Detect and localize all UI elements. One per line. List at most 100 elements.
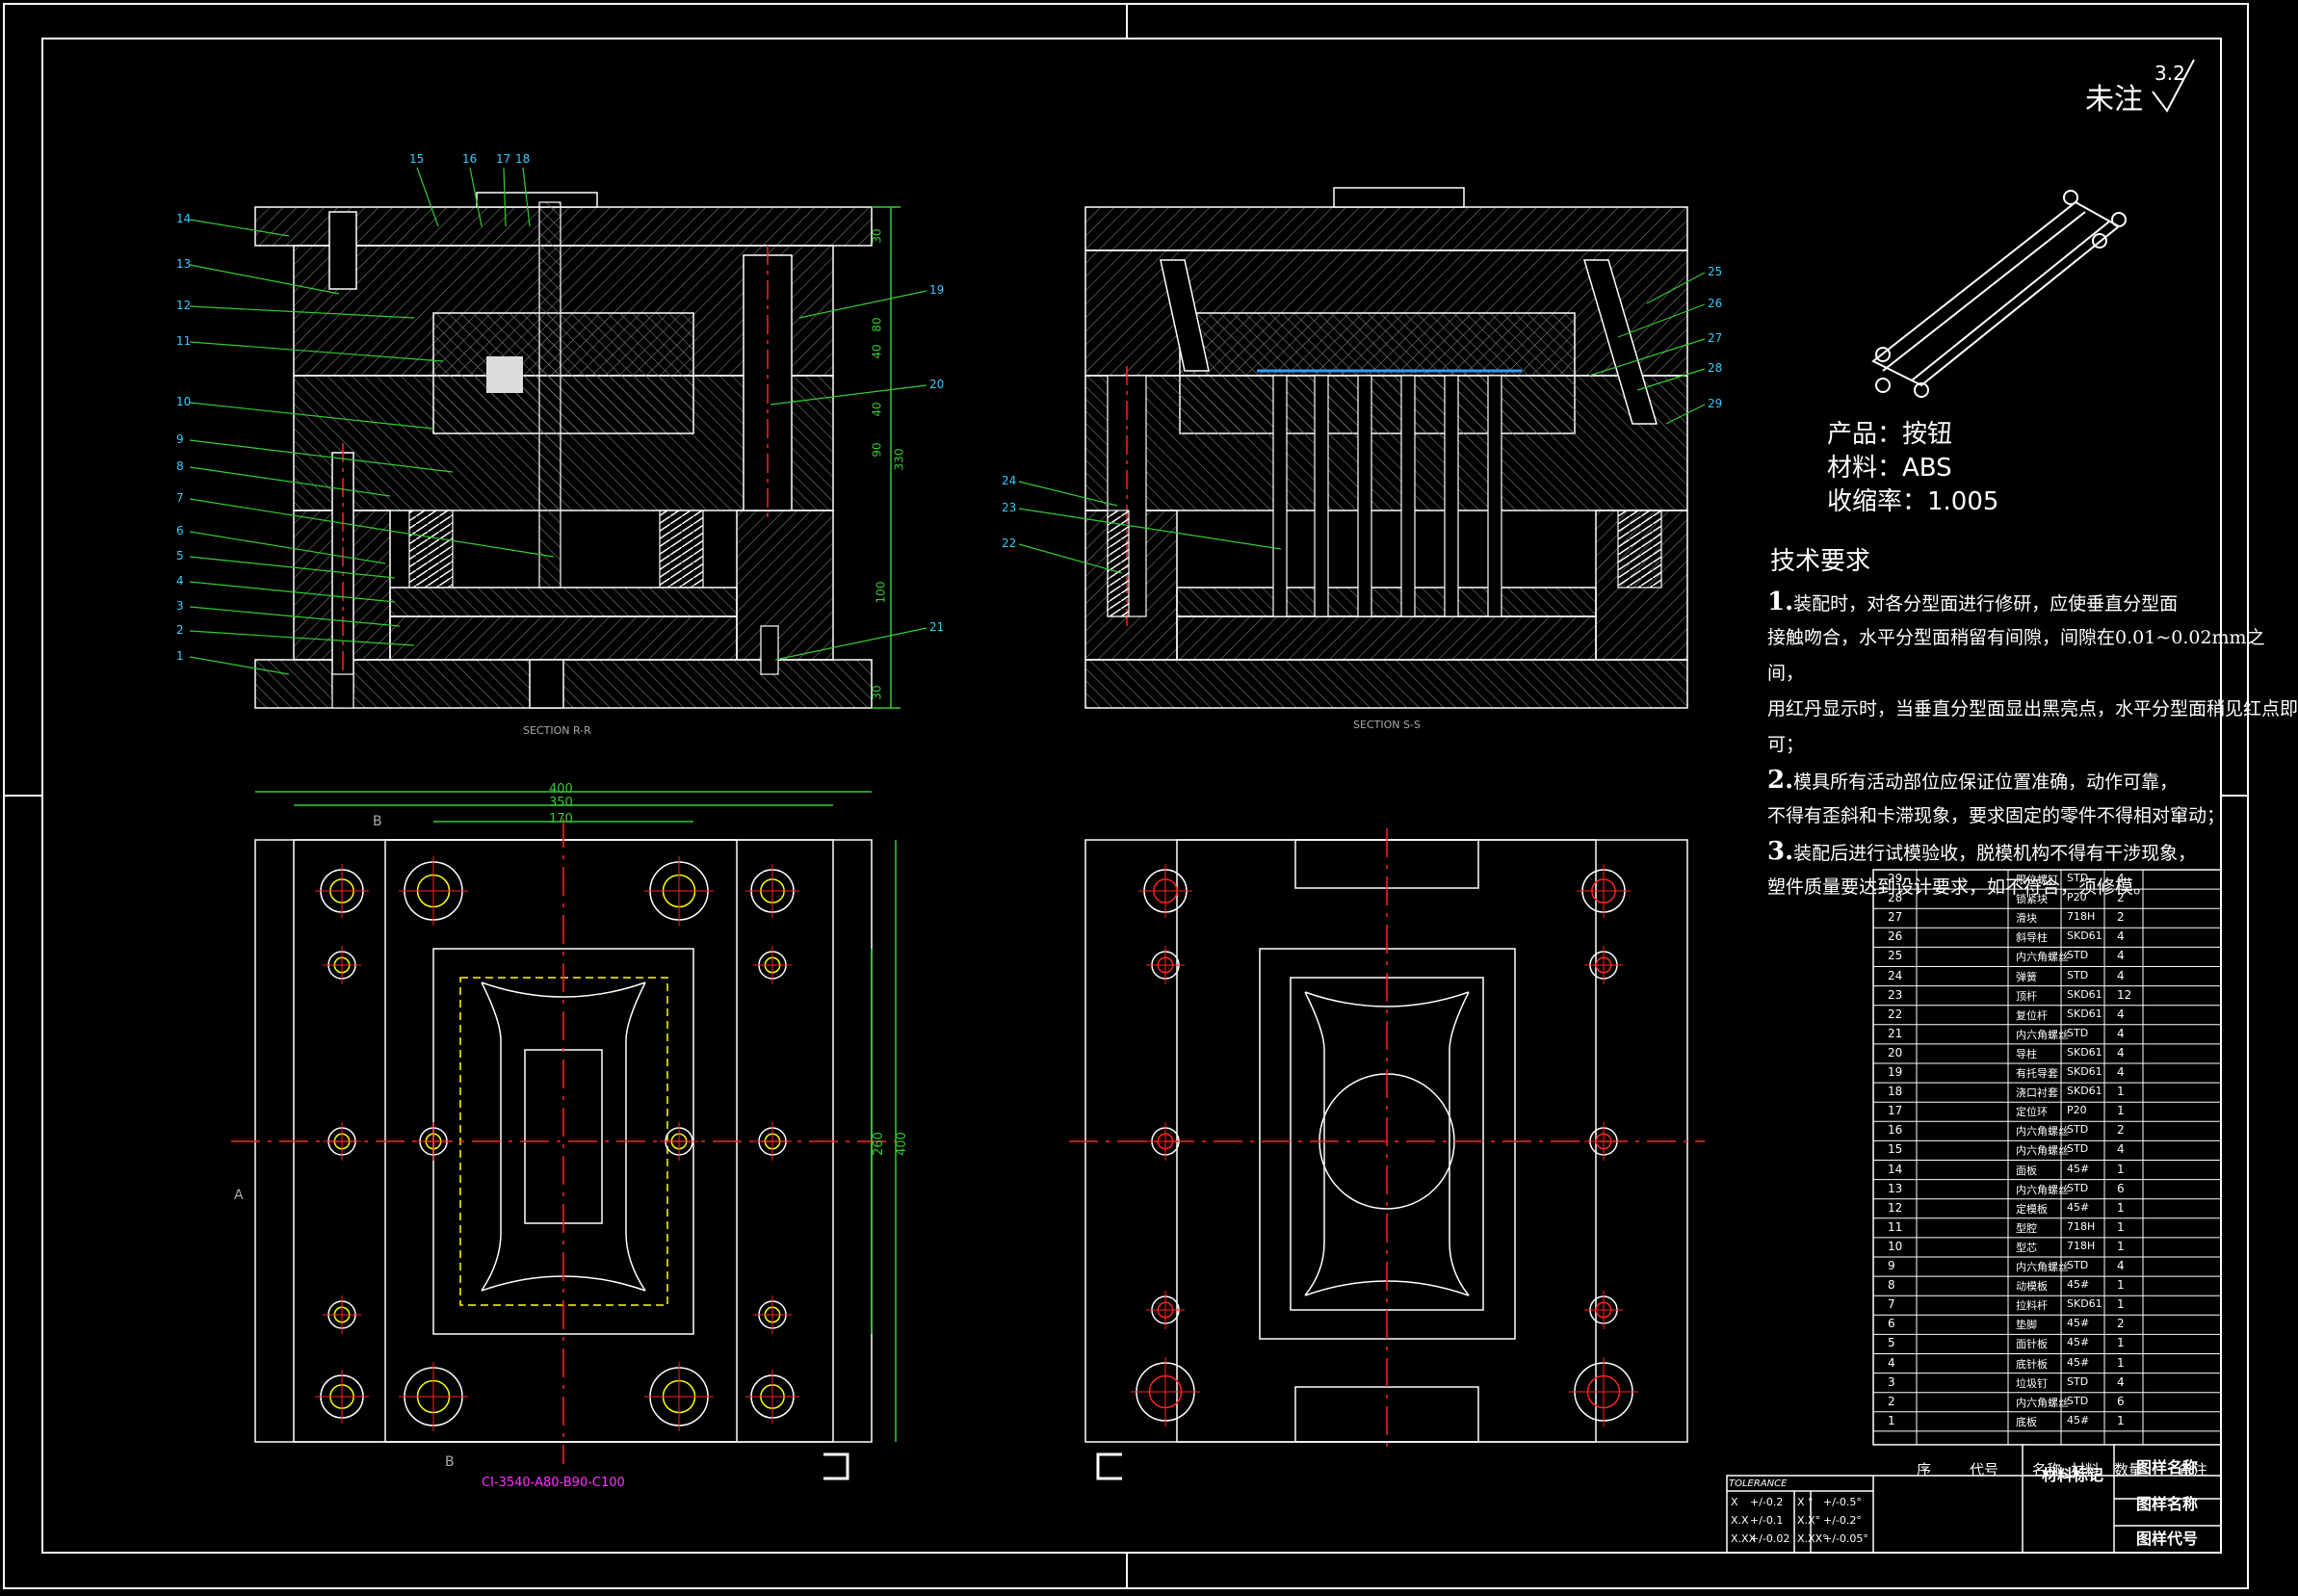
leader-line-15: [416, 167, 439, 227]
bom-row-no: 25: [1888, 949, 1903, 963]
leader-line-5: [189, 556, 396, 579]
leader-label-2: 2: [176, 623, 184, 637]
bom-row-material: 45#: [2067, 1317, 2090, 1330]
leader-label-8: 8: [176, 459, 184, 473]
bom-row-material: STD: [2067, 1259, 2089, 1271]
bom-row-qty: 1: [2117, 1200, 2125, 1215]
bom-row-no: 3: [1888, 1374, 1895, 1389]
bom-row-name: 顶杆: [2016, 989, 2037, 1003]
dim-400: 400: [549, 782, 573, 797]
leader-line-7: [189, 498, 555, 558]
bom-row-qty: 1: [2117, 1085, 2125, 1099]
section-b-marker-top: B: [373, 814, 382, 829]
plan-holes-right: [1131, 864, 1638, 1426]
section-ss-label: SECTION S-S: [1353, 719, 1421, 731]
leader-line-12: [189, 305, 415, 319]
bom-row-name: 型芯: [2016, 1241, 2037, 1254]
bom-row-name: 内六角螺丝: [2016, 1028, 2069, 1041]
bom-row-material: 718H: [2067, 910, 2096, 924]
bom-row-no: 18: [1888, 1085, 1903, 1099]
tol-value: +/-0.2: [1750, 1496, 1784, 1508]
bom-row-name: 垫脚: [2016, 1319, 2037, 1332]
leader-line-19: [798, 290, 927, 319]
bom-row-qty: 4: [2117, 1374, 2125, 1389]
leader-line-13: [189, 264, 340, 295]
leader-label-17: 17: [496, 152, 511, 166]
bom-row-name: 有托导套: [2016, 1067, 2058, 1080]
bom-row-no: 10: [1888, 1239, 1903, 1253]
view-corner-marks: [823, 1452, 1122, 1480]
section-rr-label: SECTION R-R: [523, 724, 591, 737]
leader-label-3: 3: [176, 599, 184, 613]
bom-row-name: 内六角螺丝: [2016, 1125, 2069, 1138]
leader-label-28: 28: [1708, 361, 1723, 375]
bom-row-material: SKD61: [2067, 1085, 2102, 1098]
leader-label-18: 18: [515, 152, 531, 166]
leader-line-14: [189, 219, 290, 237]
section-rr-view: [254, 192, 873, 709]
bom-row-qty: 1: [2117, 1162, 2125, 1176]
leader-label-5: 5: [176, 549, 184, 563]
product-shrinkage: 收缩率：1.005: [1827, 487, 1999, 516]
requirement-line: 可；: [1767, 734, 1805, 755]
bom-row-name: 斜导柱: [2016, 931, 2048, 945]
leader-line-9: [189, 439, 454, 473]
product-name: 产品：按钮: [1827, 420, 1953, 449]
bom-row-material: 45#: [2067, 1278, 2090, 1292]
bom-row-no: 16: [1888, 1123, 1903, 1138]
dim-vertical-40: 40: [870, 402, 884, 417]
cad-canvas: [3, 3, 2249, 1589]
leader-line-17: [503, 167, 507, 227]
drawing-name-2: 图样名称: [2136, 1495, 2199, 1513]
bom-row-no: 12: [1888, 1200, 1903, 1215]
leader-label-13: 13: [176, 257, 192, 271]
dim-vertical-330: 330: [892, 448, 906, 471]
leader-line-23: [1018, 508, 1282, 550]
bom-row-qty: 1: [2117, 1278, 2125, 1293]
bom-row-qty: 4: [2117, 1065, 2125, 1079]
unspecified-finish-note: 未注: [2085, 83, 2143, 117]
bom-row-material: STD: [2067, 1123, 2089, 1137]
bom-row-name: 拉料杆: [2016, 1299, 2048, 1313]
bom-row-material: STD: [2067, 1181, 2089, 1194]
bom-row-material: STD: [2067, 872, 2089, 884]
bom-row-material: STD: [2067, 968, 2089, 981]
requirement-line: 2.模具所有活动部位应保证位置准确，动作可靠，: [1767, 766, 2179, 795]
tol-type: X.XX: [1731, 1532, 1757, 1545]
dim-400-vertical: 400: [894, 1132, 909, 1156]
dim-vertical-90: 90: [870, 442, 884, 458]
leader-label-24: 24: [1002, 474, 1017, 487]
leader-label-27: 27: [1708, 331, 1723, 345]
bom-row-no: 6: [1888, 1317, 1895, 1331]
bom-row-material: 718H: [2067, 1219, 2096, 1233]
bom-row-no: 15: [1888, 1142, 1903, 1157]
requirement-line: 间，: [1767, 663, 1805, 684]
dim-350: 350: [549, 796, 573, 810]
requirements-title: 技术要求: [1770, 547, 1871, 576]
leader-line-26: [1617, 303, 1706, 338]
leader-lines: [189, 167, 1706, 675]
bom-row-qty: 4: [2117, 1007, 2125, 1021]
bom-row-qty: 4: [2117, 1026, 2125, 1040]
leader-label-12: 12: [176, 299, 192, 312]
bom-header-note: 备注: [2179, 1461, 2208, 1478]
bom-row-name: 型腔: [2016, 1221, 2037, 1235]
tol-type: X: [1731, 1496, 1738, 1508]
leader-line-4: [189, 581, 396, 603]
bom-row-name: 限位螺钉: [2016, 874, 2058, 886]
bom-row-qty: 1: [2117, 1104, 2125, 1118]
bom-row-no: 13: [1888, 1181, 1903, 1195]
bom-row-no: 7: [1888, 1297, 1895, 1312]
bom-row-no: 23: [1888, 987, 1903, 1002]
bom-row-material: SKD61: [2067, 929, 2102, 943]
section-ss-view: [1084, 187, 1688, 709]
drawing-code: 图样代号: [2136, 1530, 2199, 1548]
leader-line-6: [189, 531, 386, 564]
bom-header-no: 序: [1917, 1461, 1932, 1478]
bom-row-no: 11: [1888, 1219, 1903, 1234]
bom-row-name: 面板: [2016, 1164, 2037, 1177]
tolerance-title: TOLERANCE: [1729, 1478, 1788, 1489]
bom-row-qty: 6: [2117, 1394, 2125, 1408]
bom-row-no: 8: [1888, 1278, 1895, 1293]
bom-header-material: 材料: [2071, 1461, 2101, 1478]
